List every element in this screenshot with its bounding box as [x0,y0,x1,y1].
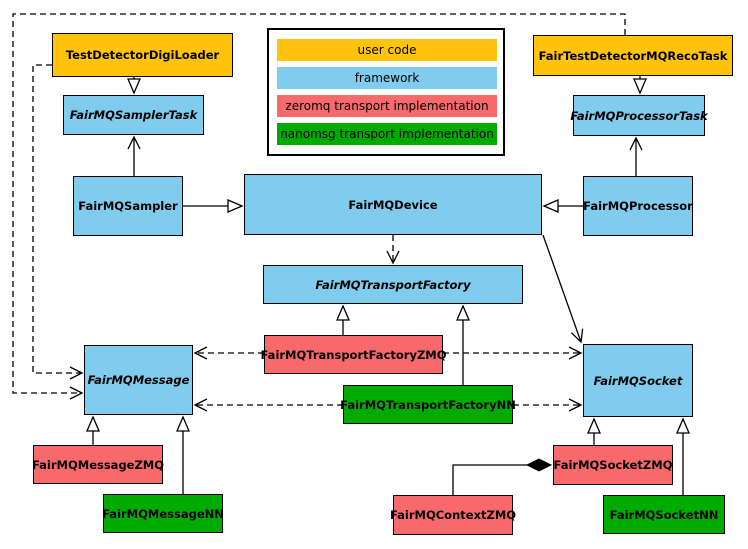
node-fairmqmessage: FairMQMessage [84,345,193,415]
node-label: TestDetectorDigiLoader [65,48,220,62]
node-label: FairMQSocketNN [609,507,719,522]
node-fairmqcontextzmq: FairMQContextZMQ [389,495,517,535]
node-fairmqsampler: FairMQSampler [73,176,183,236]
node-fairmqtransportfactoryzmq: FairMQTransportFactoryZMQ [261,335,447,374]
legend: user code framework zeromq transport imp… [267,28,505,156]
legend-item-nanomsg: nanomsg transport implementation [277,123,497,145]
edge-device-socket [542,234,584,344]
node-fairmqprocessor: FairMQProcessor [583,176,693,236]
node-fairmqsocketzmq: FairMQSocketZMQ [553,445,673,485]
node-label: FairMQProcessor [583,199,693,213]
node-label: FairMQContextZMQ [389,508,517,522]
node-label: FairMQMessageNN [102,506,224,521]
node-label: FairTestDetectorMQRecoTask [538,48,728,63]
node-label: FairMQDevice [348,197,438,212]
legend-label: framework [354,71,420,85]
node-label: FairMQTransportFactory [315,277,471,292]
node-label: FairMQSampler [78,199,178,213]
legend-item-framework: framework [277,67,497,89]
node-fairmqsocket: FairMQSocket [583,344,693,417]
node-fairmqdevice: FairMQDevice [244,174,542,235]
edge-contextzmq-socketzmq [452,465,551,495]
node-fairmqprocessortask: FairMQProcessorTask [570,95,708,136]
node-label: FairMQMessage [87,373,190,387]
node-testdetectordigiloader: TestDetectorDigiLoader [52,33,233,77]
legend-item-user-code: user code [277,39,497,61]
legend-label: nanomsg transport implementation [280,127,494,141]
node-label: FairMQProcessorTask [570,108,708,123]
node-fairmqmessagenn: FairMQMessageNN [102,494,224,533]
node-fairmqsamplertask: FairMQSamplerTask [63,95,204,135]
legend-label: zeromq transport implementation [285,99,489,113]
legend-label: user code [357,43,417,57]
node-fairmqmessagezmq: FairMQMessageZMQ [31,445,165,484]
node-label: FairMQMessageZMQ [31,457,165,472]
edge-digiloader-message [32,64,84,380]
node-label: FairMQSamplerTask [69,108,198,122]
node-fairmqsocketnn: FairMQSocketNN [603,495,725,534]
edge-recotask-message [12,13,626,400]
node-fairmqtransportfactory: FairMQTransportFactory [263,265,523,304]
legend-item-zeromq: zeromq transport implementation [277,95,497,117]
node-label: FairMQSocketZMQ [553,458,673,472]
node-label: FairMQSocket [593,373,683,388]
node-fairmqtransportfactorynn: FairMQTransportFactoryNN [340,385,516,424]
node-label: FairMQTransportFactoryNN [340,397,516,412]
node-label: FairMQTransportFactoryZMQ [260,347,447,362]
node-fairtestdetectormqrecotask: FairTestDetectorMQRecoTask [533,35,733,76]
